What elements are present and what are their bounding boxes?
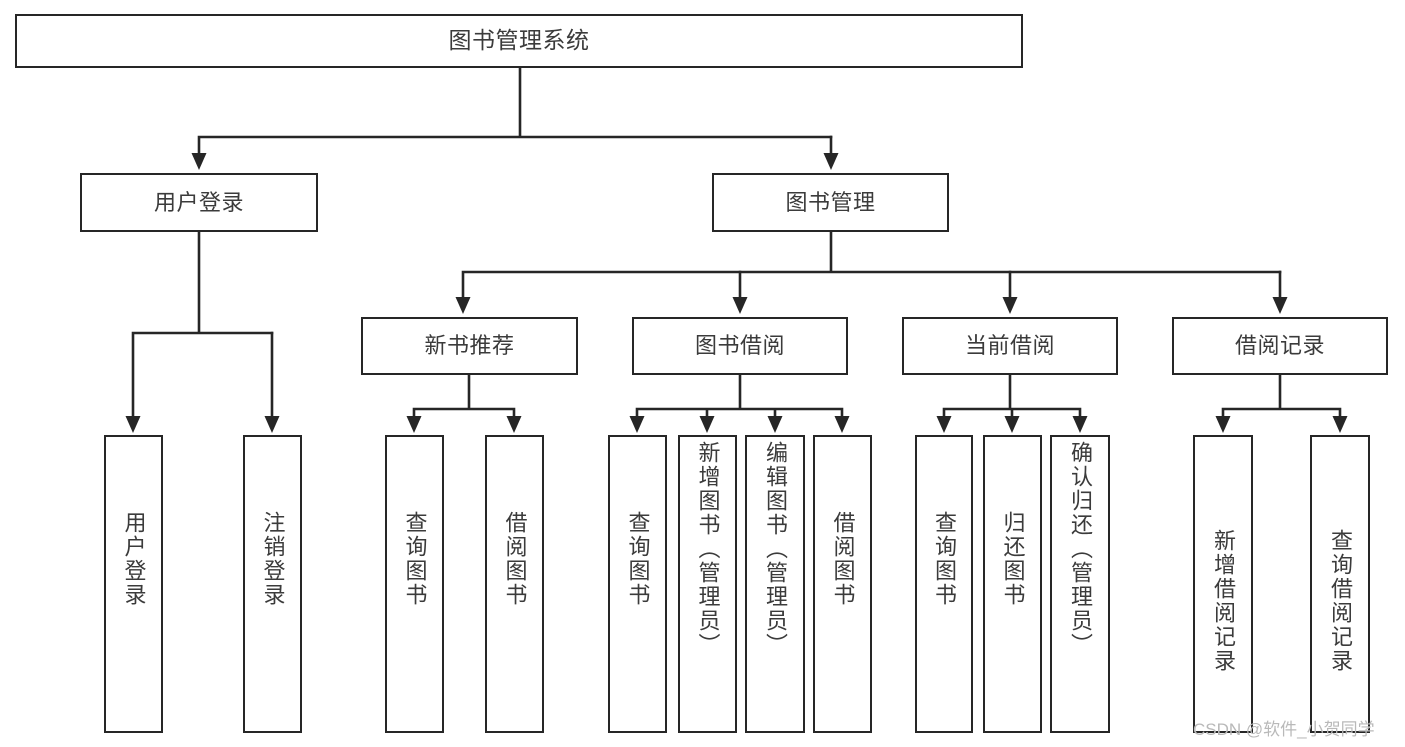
edge-book-manage-to-children bbox=[461, 230, 1282, 309]
edge-user-login-to-leaf-user-login bbox=[131, 230, 274, 427]
arrow-head-icon bbox=[936, 416, 952, 433]
arrow-head-icon bbox=[506, 416, 522, 433]
node-leaf-confirm-return-label: 确认归还（管理员） bbox=[1068, 441, 1093, 657]
node-leaf-borrow-book-recommend-label: 借阅图书 bbox=[502, 511, 528, 607]
node-leaf-edit-book[interactable]: 编辑图书（管理员） bbox=[745, 435, 805, 733]
arrow-head-icon bbox=[767, 416, 783, 433]
node-borrow-record[interactable]: 借阅记录 bbox=[1172, 317, 1388, 375]
node-root-system[interactable]: 图书管理系统 bbox=[15, 14, 1023, 68]
node-leaf-add-book[interactable]: 新增图书（管理员） bbox=[678, 435, 737, 733]
node-leaf-borrow-book-label: 借阅图书 bbox=[830, 511, 856, 607]
node-leaf-query-borrow-record[interactable]: 查询借阅记录 bbox=[1310, 435, 1370, 733]
node-new-book-recommend[interactable]: 新书推荐 bbox=[361, 317, 578, 375]
arrow-head-icon bbox=[1072, 416, 1088, 433]
arrow-head-icon bbox=[834, 416, 850, 433]
arrow-head-icon bbox=[1215, 416, 1231, 433]
node-user-login-label: 用户登录 bbox=[153, 189, 244, 215]
node-leaf-borrow-book-recommend[interactable]: 借阅图书 bbox=[485, 435, 544, 733]
node-leaf-query-book-recommend[interactable]: 查询图书 bbox=[385, 435, 444, 733]
node-borrow-record-label: 借阅记录 bbox=[1234, 333, 1325, 359]
arrow-head-icon bbox=[823, 153, 839, 170]
arrow-head-icon bbox=[406, 416, 422, 433]
arrow-head-icon bbox=[1332, 416, 1348, 433]
arrow-head-icon bbox=[732, 297, 748, 314]
node-leaf-return-book-label: 归还图书 bbox=[1000, 511, 1026, 607]
arrow-head-icon bbox=[1002, 297, 1018, 314]
node-book-borrow-label: 图书借阅 bbox=[694, 333, 785, 359]
node-leaf-confirm-return[interactable]: 确认归还（管理员） bbox=[1050, 435, 1110, 733]
node-leaf-return-book[interactable]: 归还图书 bbox=[983, 435, 1042, 733]
node-leaf-query-book-borrow[interactable]: 查询图书 bbox=[608, 435, 667, 733]
edge-root-to-user-login bbox=[197, 66, 833, 165]
node-root-system-label: 图书管理系统 bbox=[448, 27, 590, 54]
node-leaf-add-borrow-record-label: 新增借阅记录 bbox=[1211, 529, 1236, 673]
edge-borrow-record-to-leaves bbox=[1221, 373, 1342, 427]
node-book-manage-label: 图书管理 bbox=[785, 189, 876, 215]
node-leaf-user-logout-label: 注销登录 bbox=[260, 511, 286, 607]
node-book-manage[interactable]: 图书管理 bbox=[712, 173, 949, 232]
node-leaf-query-book-borrow-label: 查询图书 bbox=[625, 511, 651, 607]
node-leaf-query-book-current-label: 查询图书 bbox=[932, 511, 957, 607]
node-leaf-user-logout[interactable]: 注销登录 bbox=[243, 435, 302, 733]
node-leaf-add-borrow-record[interactable]: 新增借阅记录 bbox=[1193, 435, 1253, 733]
arrow-head-icon bbox=[191, 153, 207, 170]
node-leaf-query-borrow-record-label: 查询借阅记录 bbox=[1328, 529, 1353, 673]
arrow-head-group bbox=[125, 153, 1348, 433]
arrow-head-icon bbox=[1004, 416, 1020, 433]
arrow-head-icon bbox=[455, 297, 471, 314]
node-book-borrow[interactable]: 图书借阅 bbox=[632, 317, 848, 375]
node-leaf-user-login-label: 用户登录 bbox=[121, 511, 147, 607]
arrow-head-icon bbox=[629, 416, 645, 433]
arrow-head-icon bbox=[125, 416, 141, 433]
node-leaf-add-book-label: 新增图书（管理员） bbox=[695, 441, 721, 657]
arrow-head-icon bbox=[699, 416, 715, 433]
node-leaf-query-book-current[interactable]: 查询图书 bbox=[915, 435, 973, 733]
node-leaf-edit-book-label: 编辑图书（管理员） bbox=[763, 441, 788, 657]
edge-book-borrow-to-leaves bbox=[635, 373, 844, 427]
node-new-book-recommend-label: 新书推荐 bbox=[424, 333, 515, 359]
node-leaf-user-login[interactable]: 用户登录 bbox=[104, 435, 163, 733]
arrow-head-icon bbox=[1272, 297, 1288, 314]
node-current-borrow-label: 当前借阅 bbox=[964, 333, 1055, 359]
node-leaf-query-book-recommend-label: 查询图书 bbox=[402, 511, 428, 607]
node-leaf-borrow-book[interactable]: 借阅图书 bbox=[813, 435, 872, 733]
node-current-borrow[interactable]: 当前借阅 bbox=[902, 317, 1118, 375]
node-user-login[interactable]: 用户登录 bbox=[80, 173, 318, 232]
arrow-head-icon bbox=[264, 416, 280, 433]
edge-new-book-recommend-to-leaves bbox=[412, 373, 516, 427]
